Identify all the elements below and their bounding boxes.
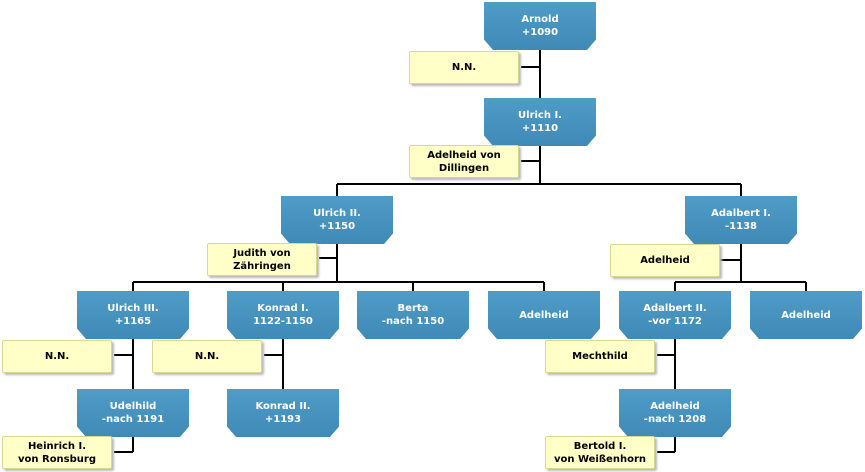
spouse-adelheid[interactable]: Adelheid [610,244,720,277]
person-dates: -1138 [725,221,757,232]
spouse-nn-1[interactable]: N.N. [409,51,519,84]
person-ulrich-iii[interactable]: Ulrich III. +1165 [77,291,189,339]
person-name: Adelheid [519,309,569,321]
spouse-line2: von Ronsburg [18,453,96,465]
person-berta[interactable]: Berta -nach 1150 [357,291,469,339]
spouse-line1: Mechthild [572,351,628,362]
spouse-bertold-weissenhorn[interactable]: Bertold I.von Weißenhorn [545,436,655,469]
spouse-line2: Dillingen [438,162,490,174]
person-dates: +1193 [264,414,302,425]
person-name: Berta [397,303,429,314]
person-dates: -vor 1172 [648,316,702,327]
spouse-line1: N.N. [194,351,220,362]
person-adalbert-ii[interactable]: Adalbert II. -vor 1172 [619,291,731,339]
person-name: Adalbert II. [643,303,707,314]
spouse-mechthild[interactable]: Mechthild [545,340,655,373]
person-dates: +1110 [521,123,559,134]
person-name: Udelhild [109,401,157,412]
spouse-line1: Judith von [233,247,291,259]
spouse-line2: Zähringen [233,260,291,272]
person-name: Adalbert I. [711,208,771,219]
person-adalbert-i[interactable]: Adalbert I. -1138 [685,196,797,244]
person-konrad-ii[interactable]: Konrad II. +1193 [227,389,339,437]
person-name: Arnold [521,14,559,25]
person-name: Adelheid [650,401,700,412]
person-adelheid-c[interactable]: Adelheid -nach 1208 [619,389,731,437]
person-dates: -nach 1208 [643,414,707,425]
spouse-nn-3[interactable]: N.N. [152,340,262,373]
spouse-line1: Adelheid [640,255,690,266]
person-ulrich-i[interactable]: Ulrich I. +1110 [484,98,596,146]
person-konrad-i[interactable]: Konrad I. 1122-1150 [227,291,339,339]
spouse-line1: Bertold I. [573,440,627,452]
person-name: Ulrich II. [313,208,361,219]
person-name: Ulrich III. [107,303,159,314]
person-name: Ulrich I. [518,110,562,121]
person-dates: -nach 1150 [381,316,445,327]
person-adelheid-b[interactable]: Adelheid [750,291,862,339]
person-dates: +1165 [114,316,152,327]
spouse-line1: Heinrich I. [27,440,87,452]
spouse-line1: N.N. [44,351,70,362]
person-adelheid-a[interactable]: Adelheid [488,291,600,339]
person-dates: +1090 [521,27,559,38]
person-dates: 1122-1150 [253,316,313,327]
person-name: Adelheid [781,309,831,321]
spouse-line1: N.N. [451,62,477,73]
spouse-line2: von Weißenhorn [553,453,646,465]
person-arnold[interactable]: Arnold +1090 [484,2,596,50]
spouse-heinrich-ronsburg[interactable]: Heinrich I.von Ronsburg [2,436,112,469]
person-udelhild[interactable]: Udelhild -nach 1191 [77,389,189,437]
spouse-nn-2[interactable]: N.N. [2,340,112,373]
person-ulrich-ii[interactable]: Ulrich II. +1150 [281,196,393,244]
spouse-line1: Adelheid von [427,149,501,161]
person-dates: -nach 1191 [101,414,165,425]
person-name: Konrad I. [257,303,309,314]
person-dates: +1150 [318,221,356,232]
person-name: Konrad II. [255,401,311,412]
